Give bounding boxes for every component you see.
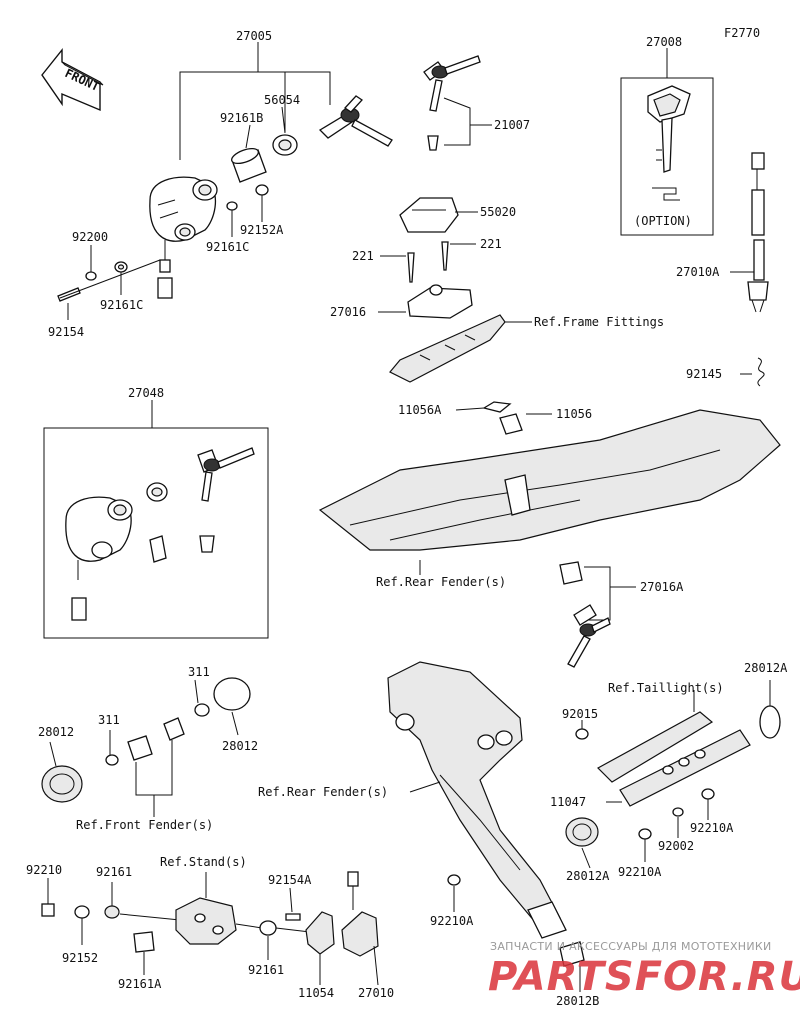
part-label: 92002	[658, 839, 694, 853]
keys-21007	[423, 55, 492, 151]
part-label: 92161A	[118, 977, 162, 991]
part-label: 311	[188, 665, 210, 679]
part-label: 28012A	[566, 869, 610, 883]
part-label: 92152	[62, 951, 98, 965]
stand-switch-assembly	[41, 871, 379, 986]
part-label: 27016A	[640, 580, 684, 594]
part-label: 92154A	[268, 873, 312, 887]
part-label: 28012A	[744, 661, 788, 675]
option-key-27008	[620, 48, 714, 236]
front-arrow-icon: FRONT	[41, 48, 104, 112]
option-label: (OPTION)	[634, 214, 692, 228]
part-label: 92200	[72, 230, 108, 244]
part-label: 11054	[298, 986, 334, 1000]
ignition-switch-assembly-27005	[57, 42, 393, 320]
part-label: 92161	[96, 865, 132, 879]
part-label: 92154	[48, 325, 84, 339]
part-label: 92145	[686, 367, 722, 381]
watermark-brand: PARTSFOR.RU	[488, 954, 800, 1000]
part-label: 27010	[358, 986, 394, 1000]
ref-label: Ref.Front Fender(s)	[76, 818, 213, 832]
clamp-11056	[455, 401, 552, 435]
part-label: 311	[98, 713, 120, 727]
part-label: 28012	[222, 739, 258, 753]
part-label: 92210A	[690, 821, 734, 835]
ref-label: Ref.Frame Fittings	[534, 315, 664, 329]
part-label: 11047	[550, 795, 586, 809]
part-label: 27010A	[676, 265, 720, 279]
part-label: 28012B	[556, 994, 599, 1008]
grommets-28012	[41, 677, 251, 817]
part-label: 28012	[38, 725, 74, 739]
part-label: 92210A	[618, 865, 662, 879]
watermark-tagline: ЗАПЧАСТИ И АКСЕССУАРЫ ДЛЯ МОТОТЕХНИКИ	[490, 940, 772, 953]
part-label: 92161	[248, 963, 284, 977]
ref-label: Ref.Rear Fender(s)	[258, 785, 388, 799]
stand-switch-27010A	[730, 152, 769, 387]
rear-fender-upper	[318, 409, 781, 585]
ref-label: Ref.Taillight(s)	[608, 681, 724, 695]
lock-27016A	[567, 566, 636, 668]
bracket-assembly-27016	[378, 197, 532, 383]
part-label: 27008	[646, 35, 682, 49]
part-label: 56054	[264, 93, 300, 107]
part-label: 92210	[26, 863, 62, 877]
taillight-bracket	[565, 680, 781, 869]
rear-fender-lower	[387, 661, 585, 992]
part-label: 27048	[128, 386, 164, 400]
part-label: 21007	[494, 118, 530, 132]
part-label: 92161B	[220, 111, 263, 125]
part-label: 221	[480, 237, 502, 251]
part-label: 11056	[556, 407, 592, 421]
part-label: 92210A	[430, 914, 474, 928]
ignition-switch-set-27048	[43, 400, 269, 639]
part-label: 92161C	[100, 298, 143, 312]
part-label: 92015	[562, 707, 598, 721]
part-label: 92152A	[240, 223, 284, 237]
part-label: 221	[352, 249, 374, 263]
part-label: 27016	[330, 305, 366, 319]
part-label: 11056A	[398, 403, 442, 417]
part-label: 27005	[236, 29, 272, 43]
diagram-code: F2770	[724, 26, 760, 40]
part-label: 55020	[480, 205, 516, 219]
ref-label: Ref.Stand(s)	[160, 855, 247, 869]
part-label: 92161C	[206, 240, 249, 254]
ref-label: Ref.Rear Fender(s)	[376, 575, 506, 589]
